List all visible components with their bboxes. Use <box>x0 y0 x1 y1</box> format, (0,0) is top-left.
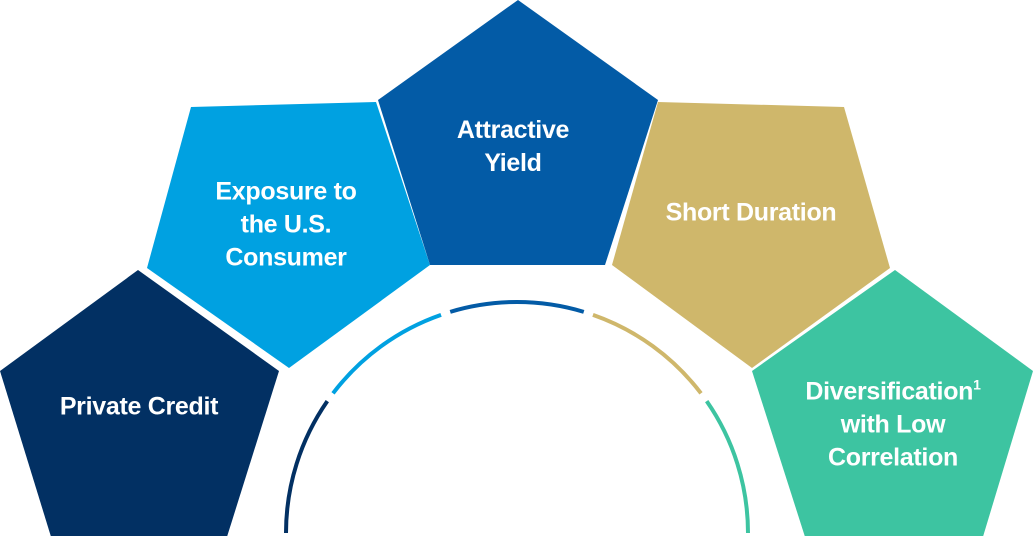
pentagon-private-credit <box>0 270 279 536</box>
pentagon-diversification <box>752 270 1033 536</box>
label-line: Private Credit <box>59 392 219 421</box>
label-line: Exposure to <box>215 177 357 206</box>
label-line: the U.S. <box>240 210 332 239</box>
footnote-marker: 1 <box>973 376 981 393</box>
label-line: Attractive <box>456 116 570 144</box>
label-consumer: Exposure to the U.S. Consumer <box>215 176 356 275</box>
pentagon-consumer <box>147 102 430 368</box>
arc-segment-diversification <box>705 400 750 534</box>
label-line: Short Duration <box>665 198 837 227</box>
label-line: with Low <box>840 410 946 439</box>
label-line: Diversification <box>805 377 974 406</box>
arc-segment-yield <box>449 300 585 314</box>
label-private-credit: Private Credit <box>59 391 219 424</box>
pentagon-yield <box>378 0 658 265</box>
label-duration: Short Duration <box>666 197 837 230</box>
label-line: Correlation <box>827 443 959 472</box>
arc-segment-consumer <box>331 312 442 395</box>
label-diversification: Diversification1 with Low Correlation <box>805 376 981 475</box>
label-line: Consumer <box>225 243 347 272</box>
label-line: Yield <box>484 149 542 177</box>
pentagon-duration <box>612 102 890 368</box>
arc-segment-duration <box>592 312 703 395</box>
arc-segment-private-credit <box>284 400 329 534</box>
label-yield: Attractive Yield <box>456 114 570 180</box>
